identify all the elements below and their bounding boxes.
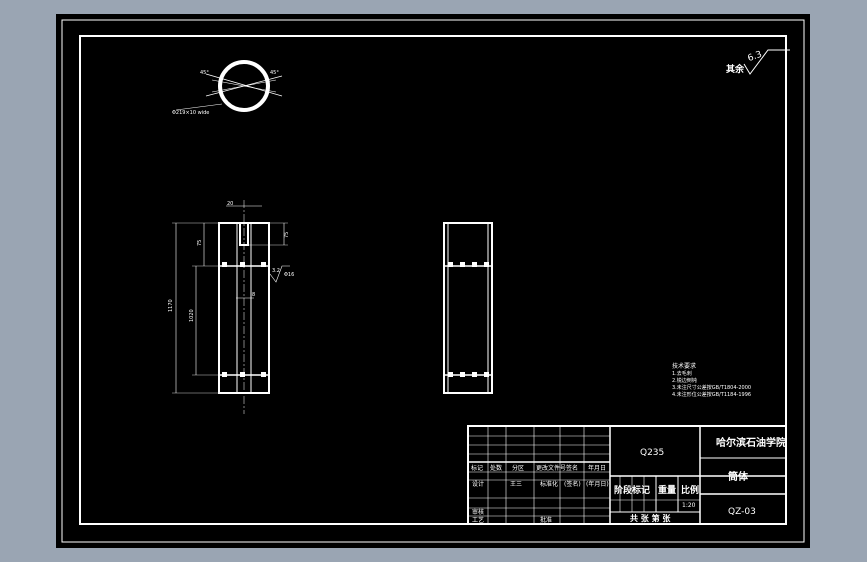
front-view-cylinder: 1170 1020 75 75 20 8 3.2 Φ16: [168, 200, 294, 414]
approve-label: 批准: [540, 516, 552, 524]
date-label: (年月日): [586, 480, 609, 488]
inner-frame: [79, 35, 787, 525]
roughness-other-label: 其余: [726, 63, 745, 75]
rev-header-zone: 分区: [512, 464, 524, 472]
design-label: 设计: [472, 480, 484, 488]
sheets-label: 共 张 第 张: [630, 513, 671, 523]
title-block-text: Q235 哈尔滨石油学院 筒体 QZ-03 1:20 阶段标记 重量 比例 共 …: [471, 436, 786, 524]
section-view-ring: 45° 45° Φ219×10 wide: [172, 60, 283, 116]
side-view-cylinder: [443, 222, 493, 394]
dim-inner-length: 1020: [189, 309, 195, 322]
rev-header-docno: 更改文件号: [536, 464, 566, 472]
model-space-background: [56, 14, 810, 548]
note-title: 技术要求: [672, 362, 696, 370]
rev-header-mark: 标记: [471, 464, 483, 472]
roughness-symbol: 6.3 其余: [726, 49, 790, 75]
process-label: 工艺: [472, 516, 484, 524]
surface-note-label: 3.2: [272, 268, 280, 274]
review-label: 审核: [472, 508, 484, 516]
drawing-number: QZ-03: [728, 507, 756, 517]
part-name: 筒体: [728, 470, 749, 483]
section-note-label: Φ219×10 wide: [172, 110, 209, 116]
note-1: 1.去毛刺: [672, 370, 692, 377]
school-name: 哈尔滨石油学院: [716, 436, 786, 449]
scale-label: 比例: [681, 484, 699, 496]
note-2: 2.锐边倒钝: [672, 377, 697, 384]
rev-header-sign: 签名: [566, 464, 578, 472]
note-3: 3.未注尺寸公差按GB/T1804-2000: [672, 384, 751, 391]
dim-slot-width: 20: [227, 201, 233, 207]
technical-notes: 技术要求 1.去毛刺 2.锐边倒钝 3.未注尺寸公差按GB/T1804-2000…: [672, 362, 751, 398]
roughness-value: 6.3: [747, 50, 764, 64]
standardize-label: 标准化: [540, 480, 558, 488]
weight-label: 重量: [658, 484, 676, 496]
stage-mark-label: 阶段标记: [614, 484, 650, 496]
sign-label: (签名): [564, 480, 581, 488]
rev-header-count: 处数: [490, 464, 502, 472]
angle-label-right: 45°: [270, 70, 279, 76]
dim-total-length: 1170: [168, 299, 174, 312]
title-block: [467, 425, 787, 525]
dim-top-gap: 75: [284, 232, 290, 238]
rev-header-date: 年月日: [588, 464, 606, 472]
dim-top-offset: 75: [197, 240, 203, 246]
scale-value: 1:20: [682, 502, 696, 509]
dim-hole-spacing: 8: [252, 292, 255, 298]
weld-note-label: Φ16: [284, 272, 294, 278]
angle-label-left: 45°: [200, 70, 209, 76]
outer-frame: [61, 19, 805, 543]
material-label: Q235: [640, 448, 664, 458]
designer-name: 王三: [510, 481, 522, 488]
note-4: 4.未注形位公差按GB/T1184-1996: [672, 391, 751, 398]
